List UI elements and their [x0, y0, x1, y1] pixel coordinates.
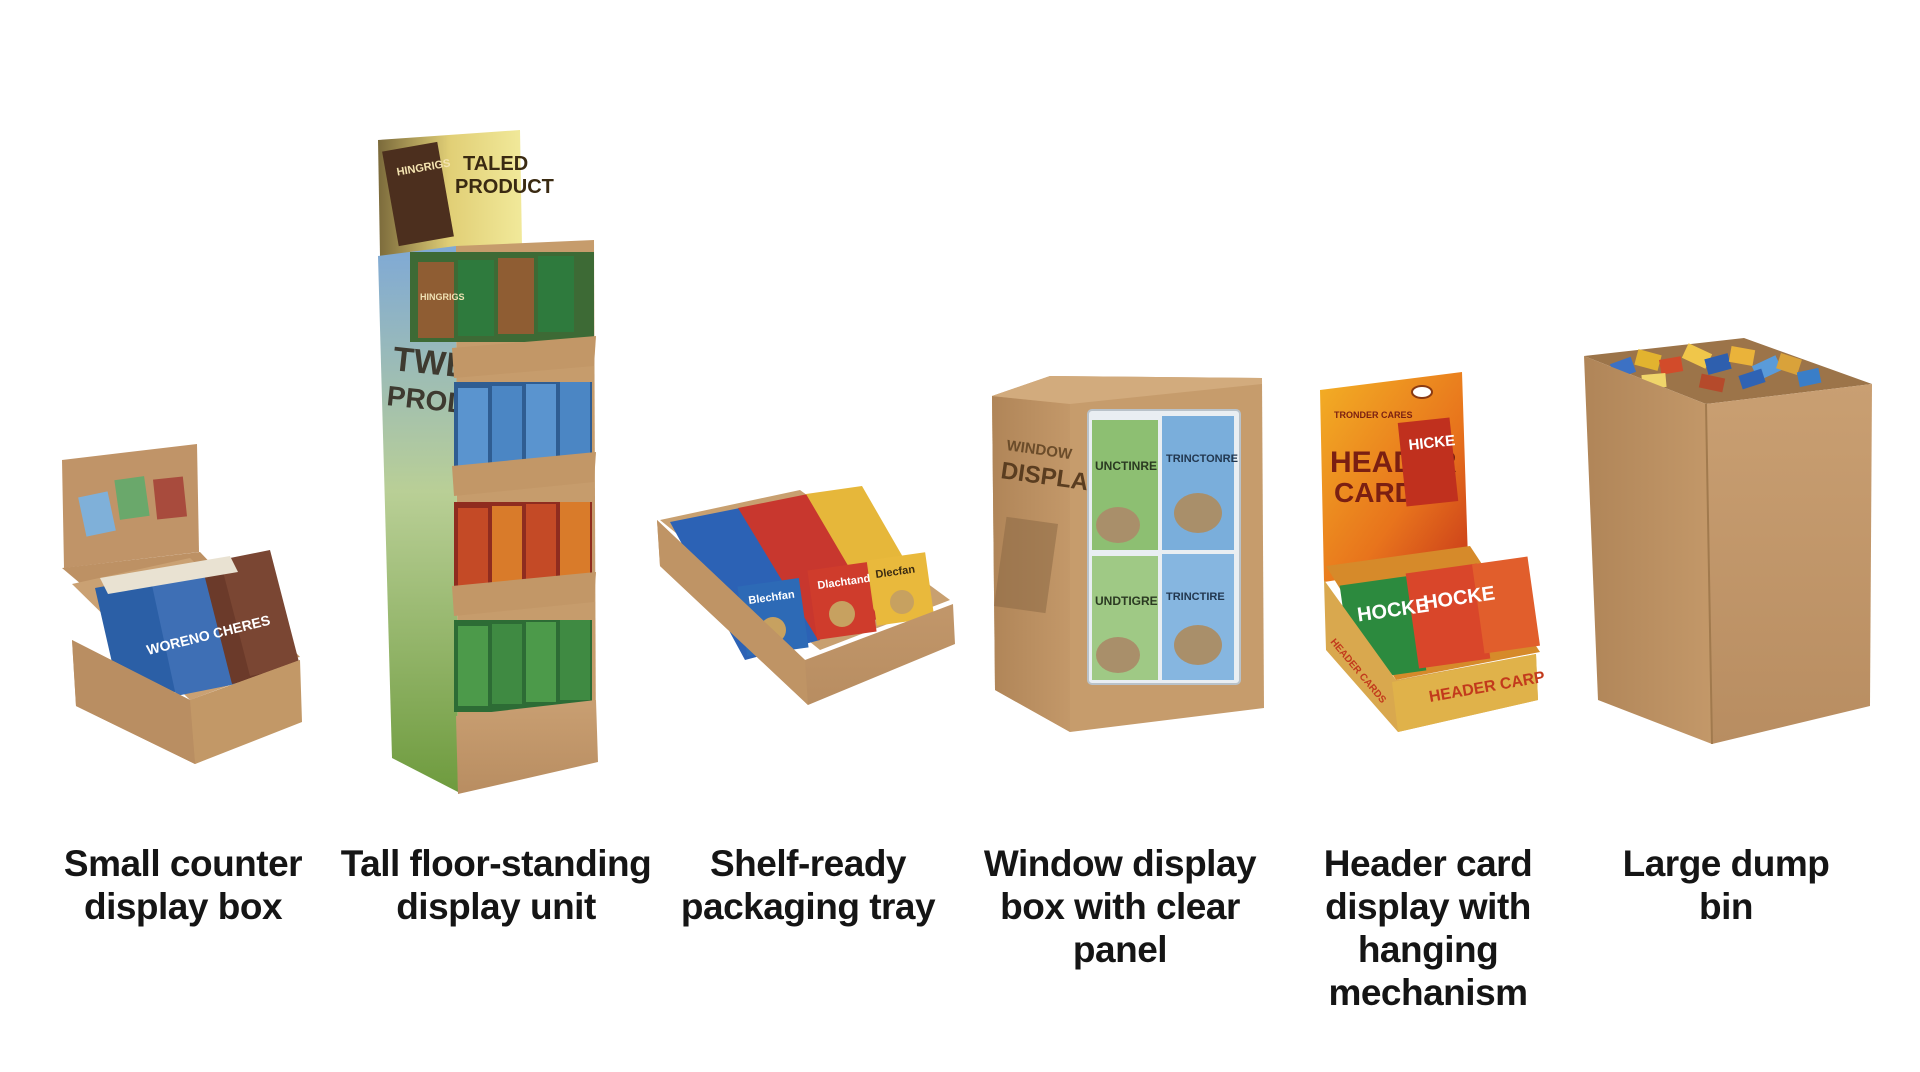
bin-contents: [1609, 343, 1822, 393]
caption-header-card-display: Header card display with hanging mechani…: [1323, 843, 1533, 1013]
card-small-label: TRONDER CARES: [1334, 410, 1413, 420]
caption-large-dump-bin: Large dump bin: [1622, 843, 1830, 927]
card-pack: [1397, 417, 1459, 507]
side-banner: [378, 246, 458, 792]
tall-floor-standing-display-unit: HINGRIGS TALED PRODUCT TWEF PRODUCT HING…: [378, 130, 598, 794]
window-pack-label-4: TRINCTIRE: [1166, 591, 1225, 603]
window-pack-label-2: TRINCTONRE: [1166, 453, 1238, 465]
shelf-1: HINGRIGS: [410, 252, 596, 378]
header-title-1: TALED: [463, 153, 528, 175]
box-label: HINGRIGS: [420, 292, 465, 302]
card-pack-label: HICKE: [1408, 432, 1456, 454]
header-pack: [382, 141, 454, 247]
window-pack-label-1: UNCTINRE: [1095, 459, 1157, 473]
caption-tall-floor-standing-display-unit: Tall floor-standing display unit: [340, 843, 652, 927]
header-card-display: TRONDER CARES HEADER CARD HICKE HOCKE HO…: [1320, 372, 1547, 732]
header-title-2: PRODUCT: [455, 176, 554, 198]
shelf-3: [452, 502, 596, 616]
small-counter-display-box: WORENO CHERES: [62, 444, 302, 764]
hanging-hole: [1411, 385, 1433, 399]
shelf-2: [452, 382, 596, 496]
window-display-box: WINDOW DISPLAX UNCTINRE TRINCTONRE UNDTI…: [992, 376, 1264, 732]
caption-small-counter-display-box: Small counter display box: [63, 843, 303, 927]
header-packs: [78, 476, 188, 537]
shelf-4: [454, 620, 592, 712]
card-title-2: CARD: [1334, 477, 1415, 508]
tray-pack-label-3: Dlecfan: [875, 564, 916, 581]
large-dump-bin: [1584, 338, 1872, 745]
window-pack-label-3: UNDTIGRE: [1095, 594, 1158, 608]
caption-shelf-ready-packaging-tray: Shelf-ready packaging tray: [680, 843, 936, 927]
shelf-ready-packaging-tray: Blechfan Dlachtand Dlecfan: [657, 486, 955, 705]
caption-window-display-box: Window display box with clear panel: [983, 843, 1257, 970]
